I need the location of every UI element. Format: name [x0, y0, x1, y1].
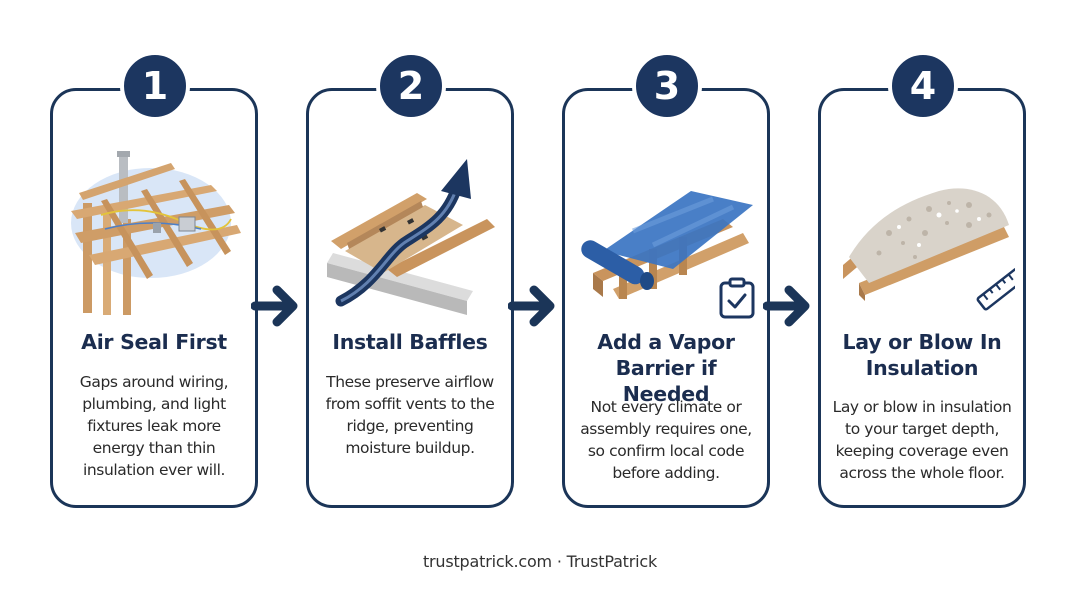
step-body: These preserve airflow from soffit vents… — [319, 371, 501, 459]
body-line: moisture buildup. — [345, 439, 475, 457]
body-line: Gaps around wiring, — [79, 373, 229, 391]
step-body: Not every climate or assembly requires o… — [575, 396, 757, 484]
body-line: to your target depth, — [845, 420, 999, 438]
vapor-barrier-illustration — [581, 191, 755, 319]
step-body: Lay or blow in insulation to your target… — [831, 396, 1013, 484]
body-line: insulation ever will. — [82, 461, 226, 479]
title-line: Barrier if Needed — [615, 356, 717, 406]
step-card-1: Air Seal First Gaps around wiring, plumb… — [50, 88, 258, 508]
step-title: Lay or Blow In Insulation — [827, 329, 1017, 381]
baffle-airflow-illustration — [327, 159, 495, 315]
body-line: plumbing, and light — [82, 395, 226, 413]
arrow-right-icon — [251, 285, 298, 327]
step-title: Install Baffles — [332, 330, 488, 354]
title-line: Lay or Blow In — [842, 330, 1002, 354]
framing-air-seal-illustration — [71, 151, 241, 315]
body-line: Not every climate or — [590, 398, 742, 416]
body-line: before adding. — [612, 464, 720, 482]
step-number-badge: 2 — [376, 51, 446, 121]
footer-attribution: trustpatrick.com · TrustPatrick — [422, 552, 658, 571]
arrow-right-icon — [508, 285, 555, 327]
body-line: from soffit vents to the — [325, 395, 495, 413]
body-line: Lay or blow in insulation — [832, 398, 1012, 416]
step-title: Air Seal First — [81, 330, 227, 354]
step-title: Add a Vapor Barrier if Needed — [571, 329, 761, 407]
body-line: These preserve airflow — [326, 373, 494, 391]
body-line: assembly requires one, — [580, 420, 752, 438]
body-line: ridge, preventing — [346, 417, 474, 435]
step-number-badge: 4 — [888, 51, 958, 121]
step-number-badge: 1 — [120, 51, 190, 121]
body-line: keeping coverage even — [835, 442, 1009, 460]
arrow-right-icon — [763, 285, 810, 327]
body-line: fixtures leak more — [87, 417, 221, 435]
title-line: Insulation — [865, 356, 979, 380]
body-line: so confirm local code — [587, 442, 745, 460]
step-body: Gaps around wiring, plumbing, and light … — [63, 371, 245, 481]
blown-insulation-illustration — [843, 188, 1015, 311]
step-card-3: Add a Vapor Barrier if Needed Not every … — [562, 88, 770, 508]
title-line: Add a Vapor — [597, 330, 735, 354]
body-line: energy than thin — [92, 439, 216, 457]
step-card-4: Lay or Blow In Insulation Lay or blow in… — [818, 88, 1026, 508]
step-number-badge: 3 — [632, 51, 702, 121]
step-card-2: Install Baffles These preserve airflow f… — [306, 88, 514, 508]
body-line: across the whole floor. — [839, 464, 1005, 482]
